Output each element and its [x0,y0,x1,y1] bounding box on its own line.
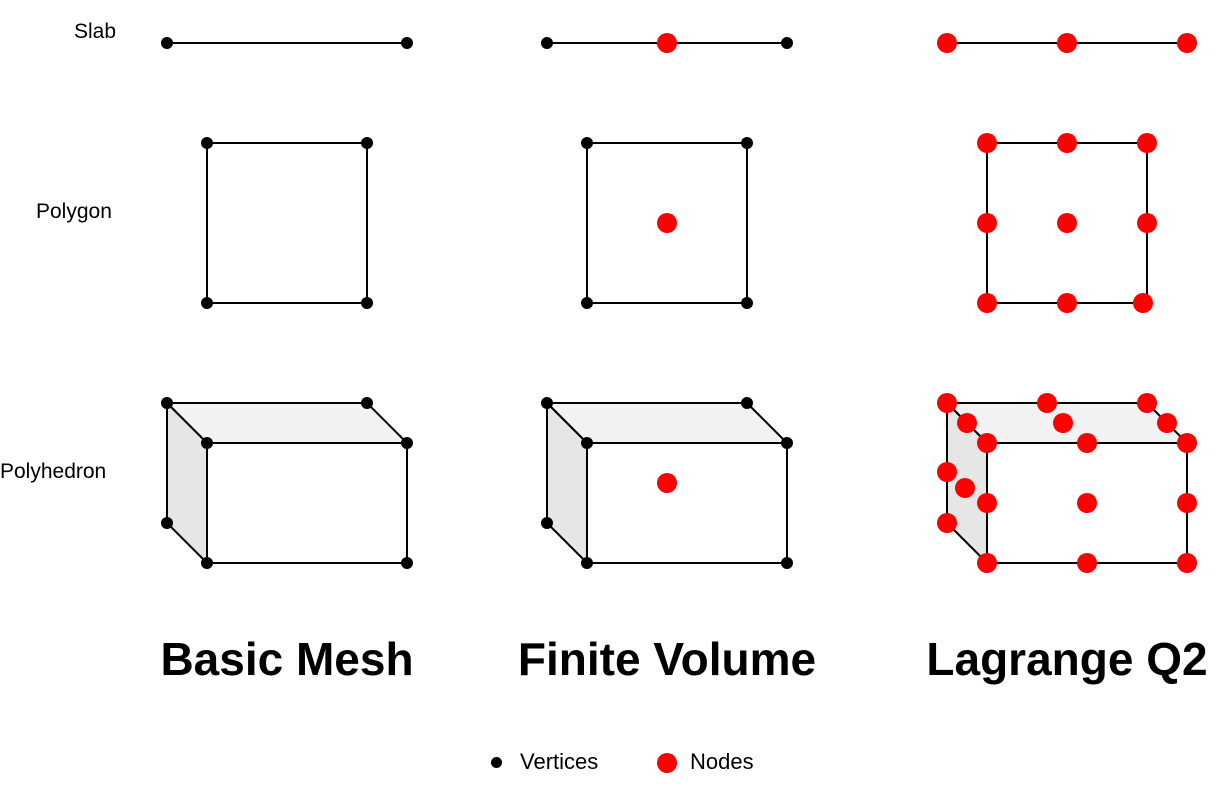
node-dot [1057,293,1077,313]
polygon-finite-volume [581,137,753,309]
vertex-dot [741,137,753,149]
vertex-dot [361,397,373,409]
node-dot [977,293,997,313]
vertex-dot [161,397,173,409]
column-title-lagrange-q2: Lagrange Q2 [926,633,1208,685]
node-dot [957,413,977,433]
node-dot [977,213,997,233]
legend-node-dot [657,753,677,773]
vertex-dot [201,437,213,449]
node-dot [977,133,997,153]
node-dot [937,513,957,533]
polyhedron-basic-mesh [161,397,413,569]
node-dot [1057,33,1077,53]
polygon-basic-mesh [201,137,373,309]
vertex-dot [161,517,173,529]
node-dot [1133,293,1153,313]
legend-vertices-label: Vertices [520,749,599,774]
vertex-dot [581,437,593,449]
node-dot [657,213,677,233]
vertex-dot [401,437,413,449]
node-dot [1137,393,1157,413]
slab-basic-mesh [161,37,413,49]
vertex-dot [781,437,793,449]
top-face [544,402,790,444]
polygon-square [206,142,368,304]
node-dot [937,33,957,53]
vertex-dot [401,557,413,569]
node-dot [977,493,997,513]
node-dot [937,393,957,413]
vertex-dot [201,297,213,309]
legend-vertex-dot [491,757,502,768]
vertex-dot [541,397,553,409]
vertex-dot [161,37,173,49]
node-dot [1137,213,1157,233]
node-dot [1177,433,1197,453]
node-dot [657,473,677,493]
legend-nodes-label: Nodes [690,749,754,774]
node-dot [1057,213,1077,233]
node-dot [1137,133,1157,153]
node-dot [1053,413,1073,433]
node-dot [1177,493,1197,513]
node-dot [1077,433,1097,453]
vertex-dot [541,517,553,529]
slab-finite-volume [541,33,793,53]
vertex-dot [741,297,753,309]
vertex-dot [781,37,793,49]
vertex-dot [201,557,213,569]
node-dot [977,553,997,573]
node-dot [955,478,975,498]
vertex-dot [581,137,593,149]
vertex-dot [401,37,413,49]
node-dot [1157,413,1177,433]
node-dot [977,433,997,453]
top-face [164,402,410,444]
node-dot [1037,393,1057,413]
vertex-dot [581,557,593,569]
node-dot [1077,493,1097,513]
column-title-finite-volume: Finite Volume [517,633,817,685]
polygon-square [586,142,748,304]
front-face [586,442,788,564]
node-dot [657,33,677,53]
node-dot [1057,133,1077,153]
node-dot [1177,33,1197,53]
node-dot [937,462,957,482]
vertex-dot [361,137,373,149]
vertex-dot [541,37,553,49]
vertex-dot [781,557,793,569]
row-label-polygon: Polygon [36,200,112,223]
polyhedron-lagrange-q2 [937,393,1197,573]
column-title-basic-mesh: Basic Mesh [160,633,414,685]
vertex-dot [201,137,213,149]
node-dot [1077,553,1097,573]
node-dot [1177,553,1197,573]
vertex-dot [741,397,753,409]
polygon-lagrange-q2 [977,133,1157,313]
slab-lagrange-q2 [937,33,1197,53]
row-label-polyhedron: Polyhedron [0,460,107,483]
polyhedron-finite-volume [541,397,793,569]
vertex-dot [361,297,373,309]
vertex-dot [581,297,593,309]
row-label-slab: Slab [74,20,117,43]
front-face [206,442,408,564]
